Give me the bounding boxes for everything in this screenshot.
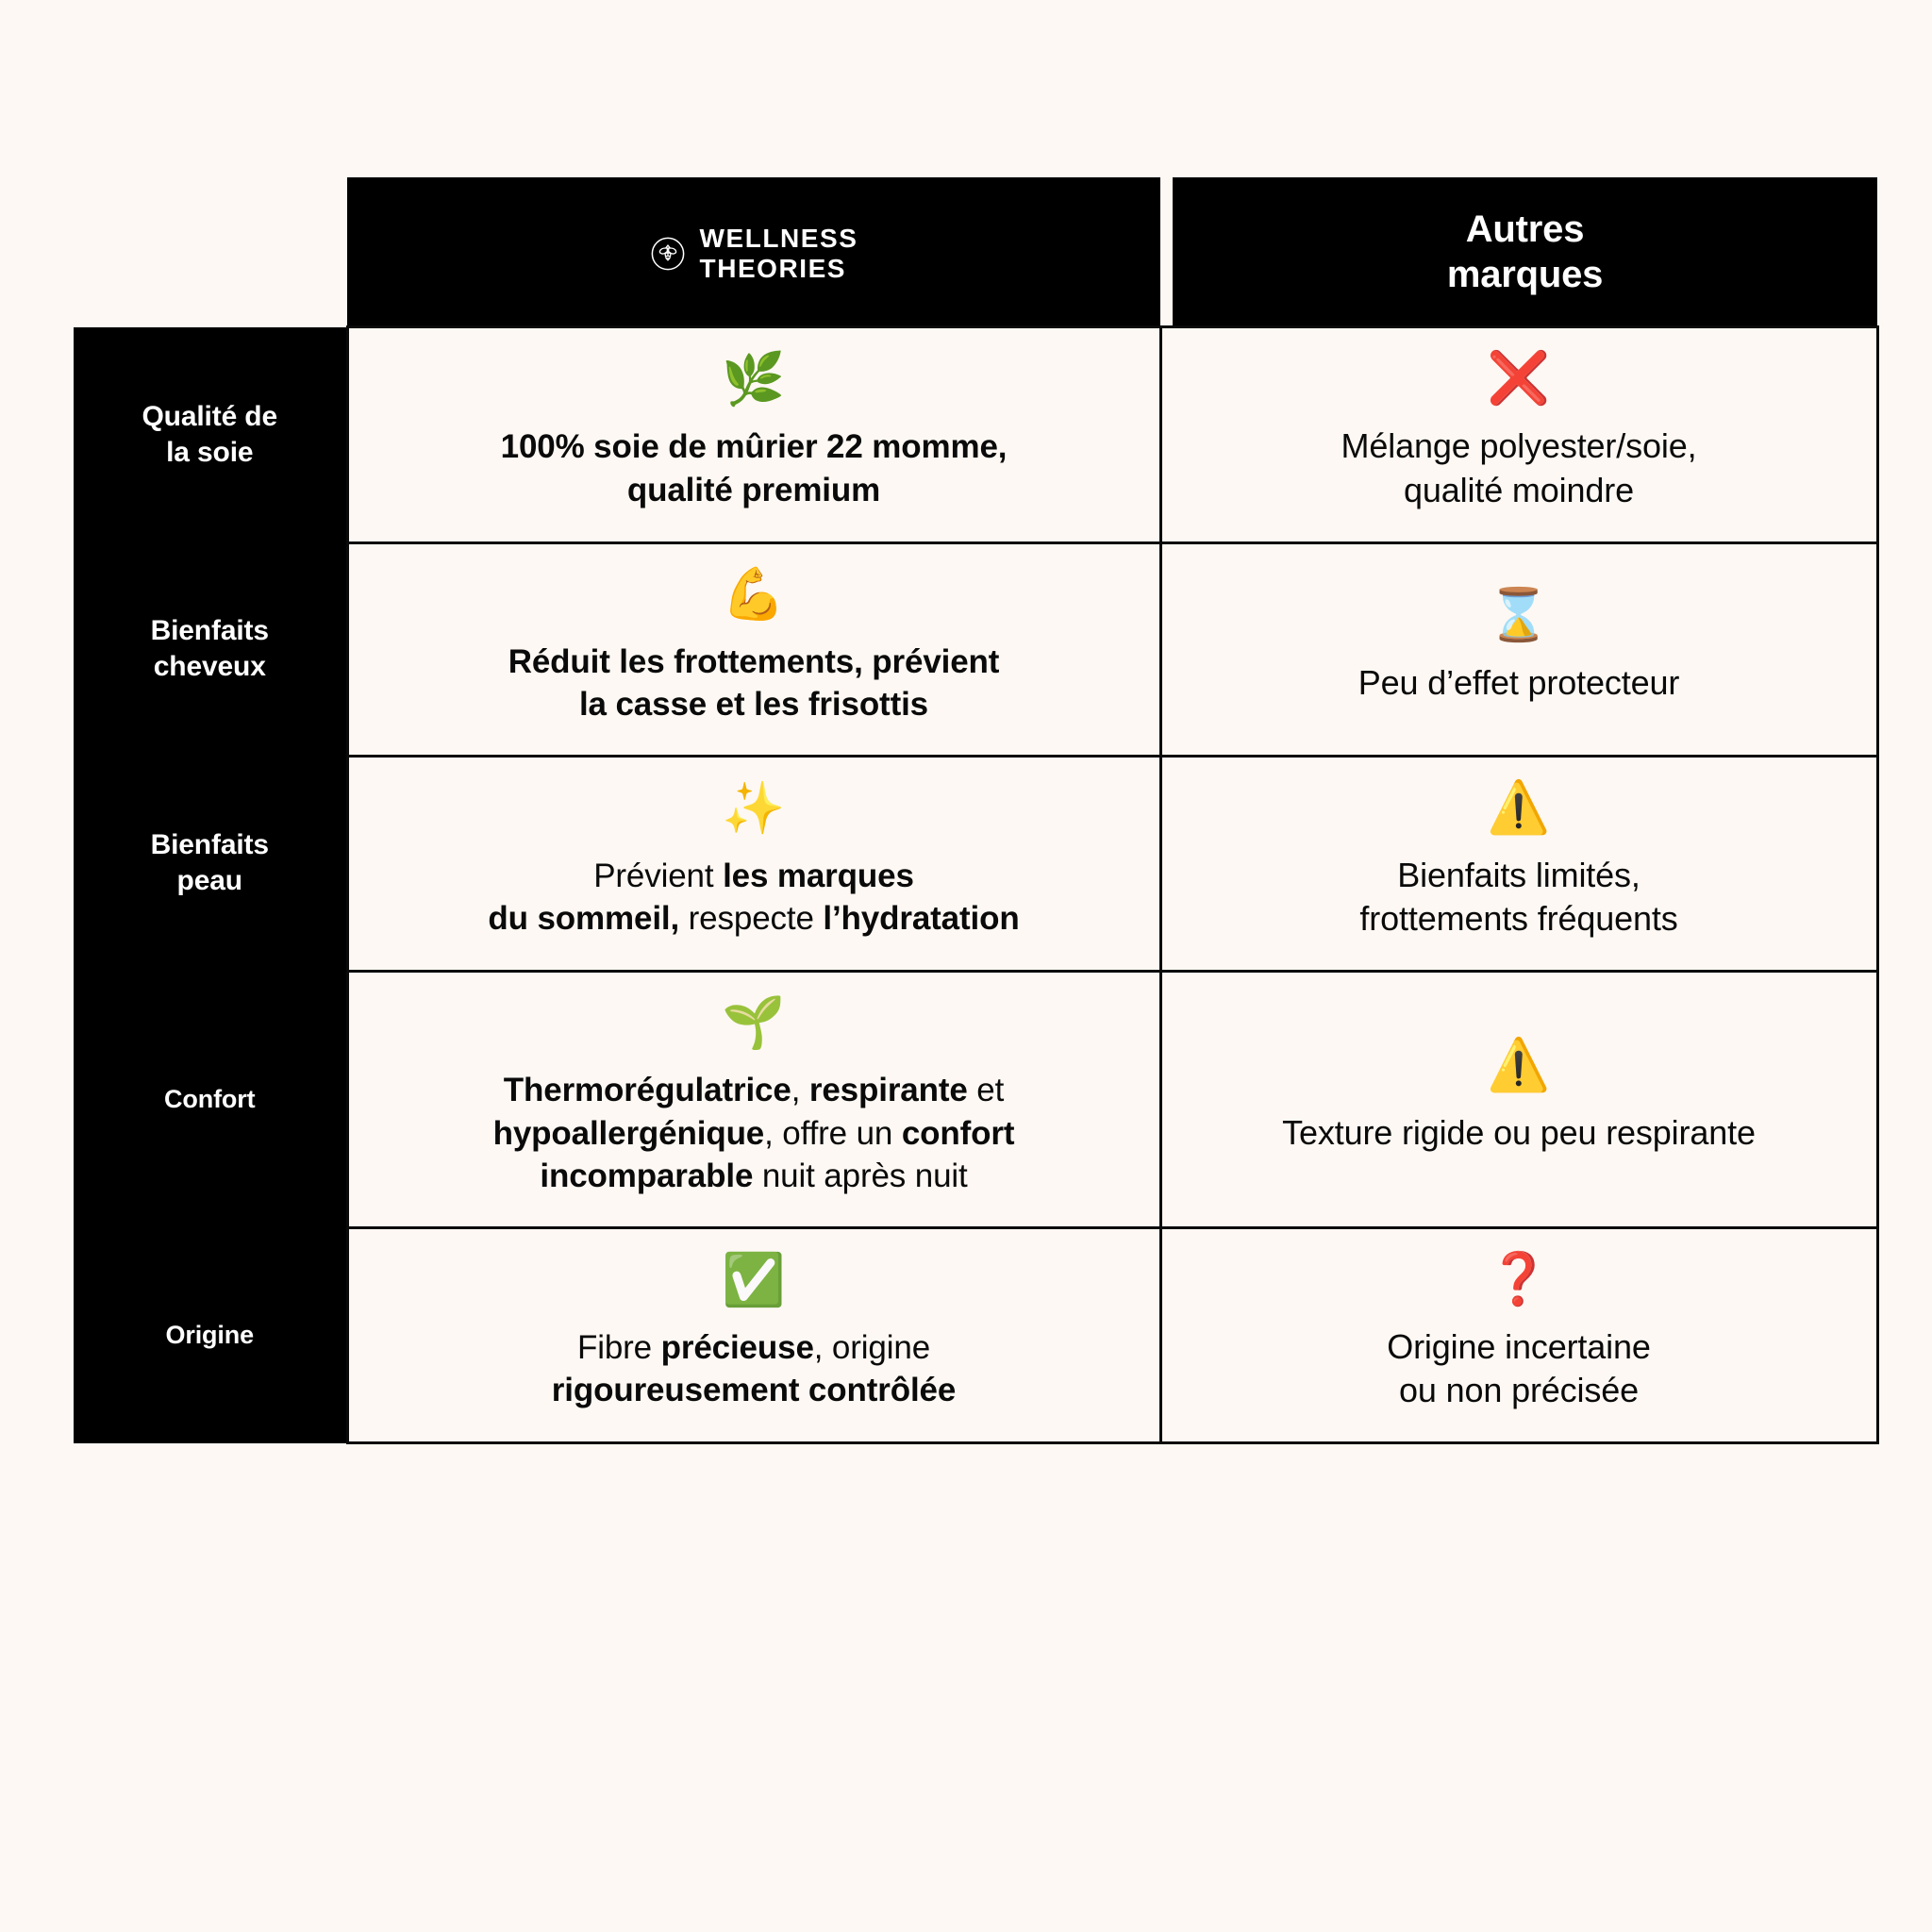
competitor-value-text: Peu d’effet protecteur xyxy=(1357,662,1680,702)
brand-lockup: WELLNESS THEORIES xyxy=(650,224,858,284)
herb-emoji: 🌿 xyxy=(722,351,786,408)
comparison-table: Qualité de la soie 🌿 100% soie de mûrier… xyxy=(74,325,1879,1445)
row-label: Bienfaits cheveux xyxy=(150,615,270,683)
row-label: Confort xyxy=(163,1085,256,1114)
red-question-mark-emoji: ❓ xyxy=(1487,1250,1551,1307)
row-label: Bienfaits peau xyxy=(150,829,270,897)
row-label-cell-bienfaits-peau: Bienfaits peau xyxy=(74,756,347,972)
brand-name-label: WELLNESS THEORIES xyxy=(699,223,858,283)
competitor-value-text: Texture rigide ou peu respirante xyxy=(1282,1113,1756,1153)
cross-mark-emoji: ❌ xyxy=(1487,350,1551,407)
comparison-table-body: Qualité de la soie 🌿 100% soie de mûrier… xyxy=(74,325,1879,1445)
bee-circle-logo-icon xyxy=(650,236,686,272)
sparkles-emoji: ✨ xyxy=(722,779,786,837)
brand-value-text: 100% soie de mûrier 22 momme,qualité pre… xyxy=(500,428,1008,508)
header-column-gap xyxy=(1160,177,1173,325)
warning-emoji: ⚠️ xyxy=(1487,778,1551,836)
brand-cell-qualite-de-la-soie: 🌿 100% soie de mûrier 22 momme,qualité p… xyxy=(345,325,1162,544)
hourglass-emoji: ⌛ xyxy=(1487,586,1551,643)
warning-emoji: ⚠️ xyxy=(1487,1037,1551,1094)
header-corner-spacer xyxy=(74,177,347,325)
table-row: Confort 🌱 Thermorégulatrice, respirante … xyxy=(74,970,1879,1229)
competitor-cell-bienfaits-cheveux: ⌛ Peu d’effet protecteur xyxy=(1158,541,1879,758)
flexed-biceps-emoji: 💪 xyxy=(722,565,786,623)
seedling-emoji: 🌱 xyxy=(722,994,786,1052)
header-competitor-cell: Autres marques xyxy=(1173,177,1877,325)
table-row: Bienfaits cheveux 💪 Réduit les frottemen… xyxy=(74,541,1879,758)
competitor-cell-bienfaits-peau: ⚠️ Bienfaits limités,frottements fréquen… xyxy=(1158,754,1879,974)
competitor-value-text: Mélange polyester/soie,qualité moindre xyxy=(1341,426,1697,509)
competitor-cell-confort: ⚠️ Texture rigide ou peu respirante xyxy=(1158,970,1879,1229)
row-label-cell-confort: Confort xyxy=(74,971,347,1228)
row-label-cell-origine: Origine xyxy=(74,1227,347,1443)
competitor-cell-qualite-de-la-soie: ❌ Mélange polyester/soie,qualité moindre xyxy=(1158,325,1879,544)
row-label: Origine xyxy=(165,1321,255,1350)
row-label: Qualité de la soie xyxy=(142,400,278,468)
row-label-cell-bienfaits-cheveux: Bienfaits cheveux xyxy=(74,542,347,757)
table-header-row: WELLNESS THEORIES Autres marques xyxy=(74,177,1877,325)
competitor-title-label: Autres marques xyxy=(1446,208,1604,295)
competitor-value-text: Bienfaits limités,frottements fréquents xyxy=(1359,855,1678,939)
header-brand-cell: WELLNESS THEORIES xyxy=(347,177,1160,325)
check-mark-button-emoji: ✅ xyxy=(722,1251,786,1308)
row-label-cell-qualite-de-la-soie: Qualité de la soie xyxy=(74,326,347,543)
table-row: Qualité de la soie 🌿 100% soie de mûrier… xyxy=(74,325,1879,544)
